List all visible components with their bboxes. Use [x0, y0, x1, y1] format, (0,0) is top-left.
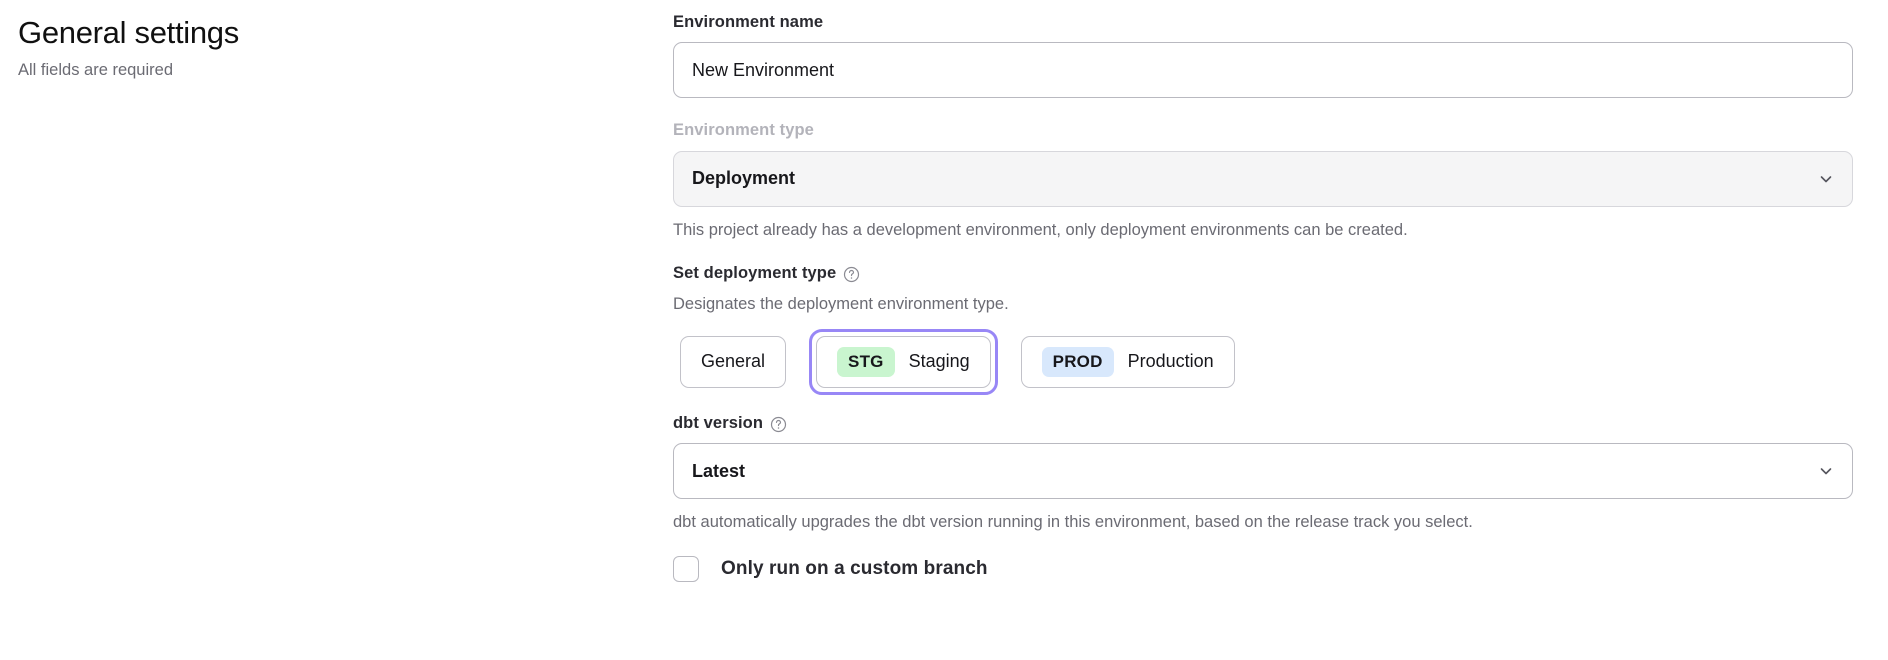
chevron-down-icon: [1818, 171, 1834, 187]
deployment-type-option-production-wrapper: PROD Production: [1014, 329, 1242, 395]
environment-type-value: Deployment: [692, 168, 796, 189]
dbt-version-field-group: dbt version Latest dbt automatically upg…: [673, 413, 1853, 534]
deployment-type-option-production-label: Production: [1127, 351, 1214, 372]
environment-name-label-text: Environment name: [673, 13, 824, 31]
environment-type-label: Environment type: [673, 120, 1853, 141]
environment-name-value: New Environment: [692, 59, 835, 80]
environment-name-label: Environment name: [673, 12, 1853, 33]
deployment-type-option-production[interactable]: PROD Production: [1020, 335, 1235, 388]
environment-name-field-group: Environment name New Environment: [673, 12, 1853, 99]
environment-type-select[interactable]: Deployment: [673, 150, 1853, 207]
deployment-type-option-general[interactable]: General: [680, 335, 787, 388]
deployment-type-label-text: Set deployment type: [673, 264, 837, 283]
question-mark-circle-icon[interactable]: [843, 266, 860, 283]
dbt-version-label-text: dbt version: [673, 413, 764, 432]
dbt-version-value: Latest: [692, 460, 746, 481]
deployment-type-option-general-wrapper: General: [673, 329, 793, 395]
deployment-type-label: Set deployment type: [673, 263, 1853, 284]
stg-badge: STG: [837, 346, 895, 377]
deployment-type-option-staging-wrapper: STG Staging: [809, 328, 998, 395]
dbt-version-select[interactable]: Latest: [673, 443, 1853, 500]
deployment-type-options: General STG Staging PROD Production: [673, 328, 1853, 395]
environment-name-input[interactable]: New Environment: [673, 42, 1853, 99]
page-subtitle: All fields are required: [18, 60, 173, 79]
deployment-type-field-group: Set deployment type Designates the deplo…: [673, 263, 1853, 395]
dbt-version-help-text: dbt automatically upgrades the dbt versi…: [673, 513, 1473, 532]
page-title: General settings: [18, 15, 239, 50]
general-settings-form: Environment name New Environment Environ…: [673, 12, 1853, 582]
environment-type-field-group: Environment type Deployment This project…: [673, 120, 1853, 241]
deployment-type-option-staging[interactable]: STG Staging: [816, 335, 991, 388]
question-mark-circle-icon[interactable]: [770, 416, 787, 433]
dbt-version-label: dbt version: [673, 413, 1853, 434]
chevron-down-icon: [1818, 463, 1834, 479]
environment-type-help-text: This project already has a development e…: [673, 220, 1408, 239]
settings-header: General settings All fields are required: [18, 14, 618, 81]
custom-branch-checkbox[interactable]: [673, 555, 699, 582]
deployment-type-option-staging-label: Staging: [908, 351, 970, 372]
environment-type-label-text: Environment type: [673, 121, 814, 140]
deployment-type-option-general-label: General: [701, 351, 766, 372]
custom-branch-field-group: Only run on a custom branch: [673, 555, 1853, 582]
prod-badge: PROD: [1041, 346, 1114, 377]
custom-branch-label: Only run on a custom branch: [721, 557, 988, 579]
deployment-type-description: Designates the deployment environment ty…: [673, 294, 1009, 313]
